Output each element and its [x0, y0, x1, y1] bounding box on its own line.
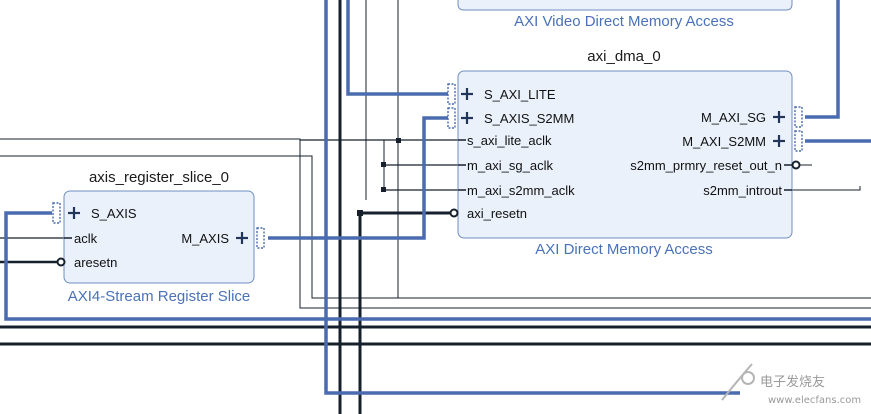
- block-axi-dma-title: axi_dma_0: [587, 48, 660, 65]
- port-axi-resetn[interactable]: axi_resetn: [467, 206, 527, 221]
- bus-vertical-left: [324, 0, 740, 395]
- plus-icon[interactable]: [236, 232, 248, 244]
- port-m-axi-sg[interactable]: M_AXI_SG: [701, 110, 766, 125]
- plus-icon[interactable]: [461, 112, 473, 124]
- aresetn-pin-bubble[interactable]: [56, 257, 66, 267]
- port-s-axi-lite-aclk[interactable]: s_axi_lite_aclk: [467, 133, 552, 148]
- junction-2: [381, 162, 386, 167]
- connector-s-axis[interactable]: [52, 202, 61, 224]
- net-hier-border-2: [0, 155, 871, 299]
- block-slice-title: axis_register_slice_0: [89, 169, 229, 186]
- block-axi-vdma-body: [457, 0, 793, 11]
- junction-4: [357, 210, 363, 216]
- plus-icon[interactable]: [68, 207, 80, 219]
- watermark-logo-icon: [721, 363, 755, 401]
- port-aresetn[interactable]: aresetn: [74, 255, 117, 270]
- watermark-brand: 电子发烧友: [760, 374, 825, 390]
- port-s-axi-lite[interactable]: S_AXI_LITE: [484, 87, 556, 102]
- watermark: 电子发烧友 www.elecfans.com: [721, 363, 861, 406]
- block-axi-vdma[interactable]: AXI Video Direct Memory Access: [457, 0, 793, 30]
- block-slice-subtitle: AXI4-Stream Register Slice: [68, 288, 251, 305]
- port-s2mm-prmry-reset-out-n[interactable]: s2mm_prmry_reset_out_n: [630, 158, 782, 173]
- bus-m-axi-sg: [805, 0, 840, 119]
- block-axi-dma-body: [457, 70, 793, 239]
- connector-m-axi-s2mm[interactable]: [794, 130, 803, 152]
- port-s-axis-s2mm[interactable]: S_AXIS_S2MM: [484, 111, 574, 126]
- block-axi-dma-subtitle: AXI Direct Memory Access: [535, 241, 713, 258]
- port-m-axi-s2mm-aclk[interactable]: m_axi_s2mm_aclk: [467, 183, 575, 198]
- bus-s-axi-lite: [346, 0, 455, 96]
- port-m-axis[interactable]: M_AXIS: [181, 231, 229, 246]
- block-axi-vdma-subtitle: AXI Video Direct Memory Access: [514, 13, 734, 30]
- plus-icon[interactable]: [773, 111, 785, 123]
- block-axis-register-slice[interactable]: axis_register_slice_0 AXI4-Stream Regist…: [52, 169, 265, 305]
- connector-s-axis-s2mm[interactable]: [447, 107, 456, 129]
- plus-icon[interactable]: [773, 135, 785, 147]
- junction-1: [396, 138, 401, 143]
- port-s2mm-introut[interactable]: s2mm_introut: [703, 183, 782, 198]
- reset-out-pin-bubble[interactable]: [791, 160, 801, 170]
- connector-m-axis[interactable]: [256, 227, 265, 249]
- bus-s-axis-s2mm: [268, 116, 455, 240]
- port-m-axi-s2mm[interactable]: M_AXI_S2MM: [682, 134, 766, 149]
- junction-3: [381, 187, 386, 192]
- port-aclk[interactable]: aclk: [74, 231, 98, 246]
- block-axi-dma[interactable]: axi_dma_0 AXI Direct Memory Access: [447, 48, 803, 258]
- connector-s-axi-lite[interactable]: [447, 83, 456, 105]
- net-hier-border-1: [0, 138, 871, 309]
- block-slice-body: [63, 190, 255, 284]
- connector-m-axi-sg[interactable]: [794, 106, 803, 128]
- bus-slice-s-axis: [4, 211, 871, 321]
- watermark-url: www.elecfans.com: [768, 395, 861, 406]
- plus-icon[interactable]: [461, 88, 473, 100]
- port-m-axi-sg-aclk[interactable]: m_axi_sg_aclk: [467, 158, 553, 173]
- reset-pin-bubble[interactable]: [449, 208, 459, 218]
- port-s-axis[interactable]: S_AXIS: [91, 206, 137, 221]
- net-introut: [790, 186, 861, 191]
